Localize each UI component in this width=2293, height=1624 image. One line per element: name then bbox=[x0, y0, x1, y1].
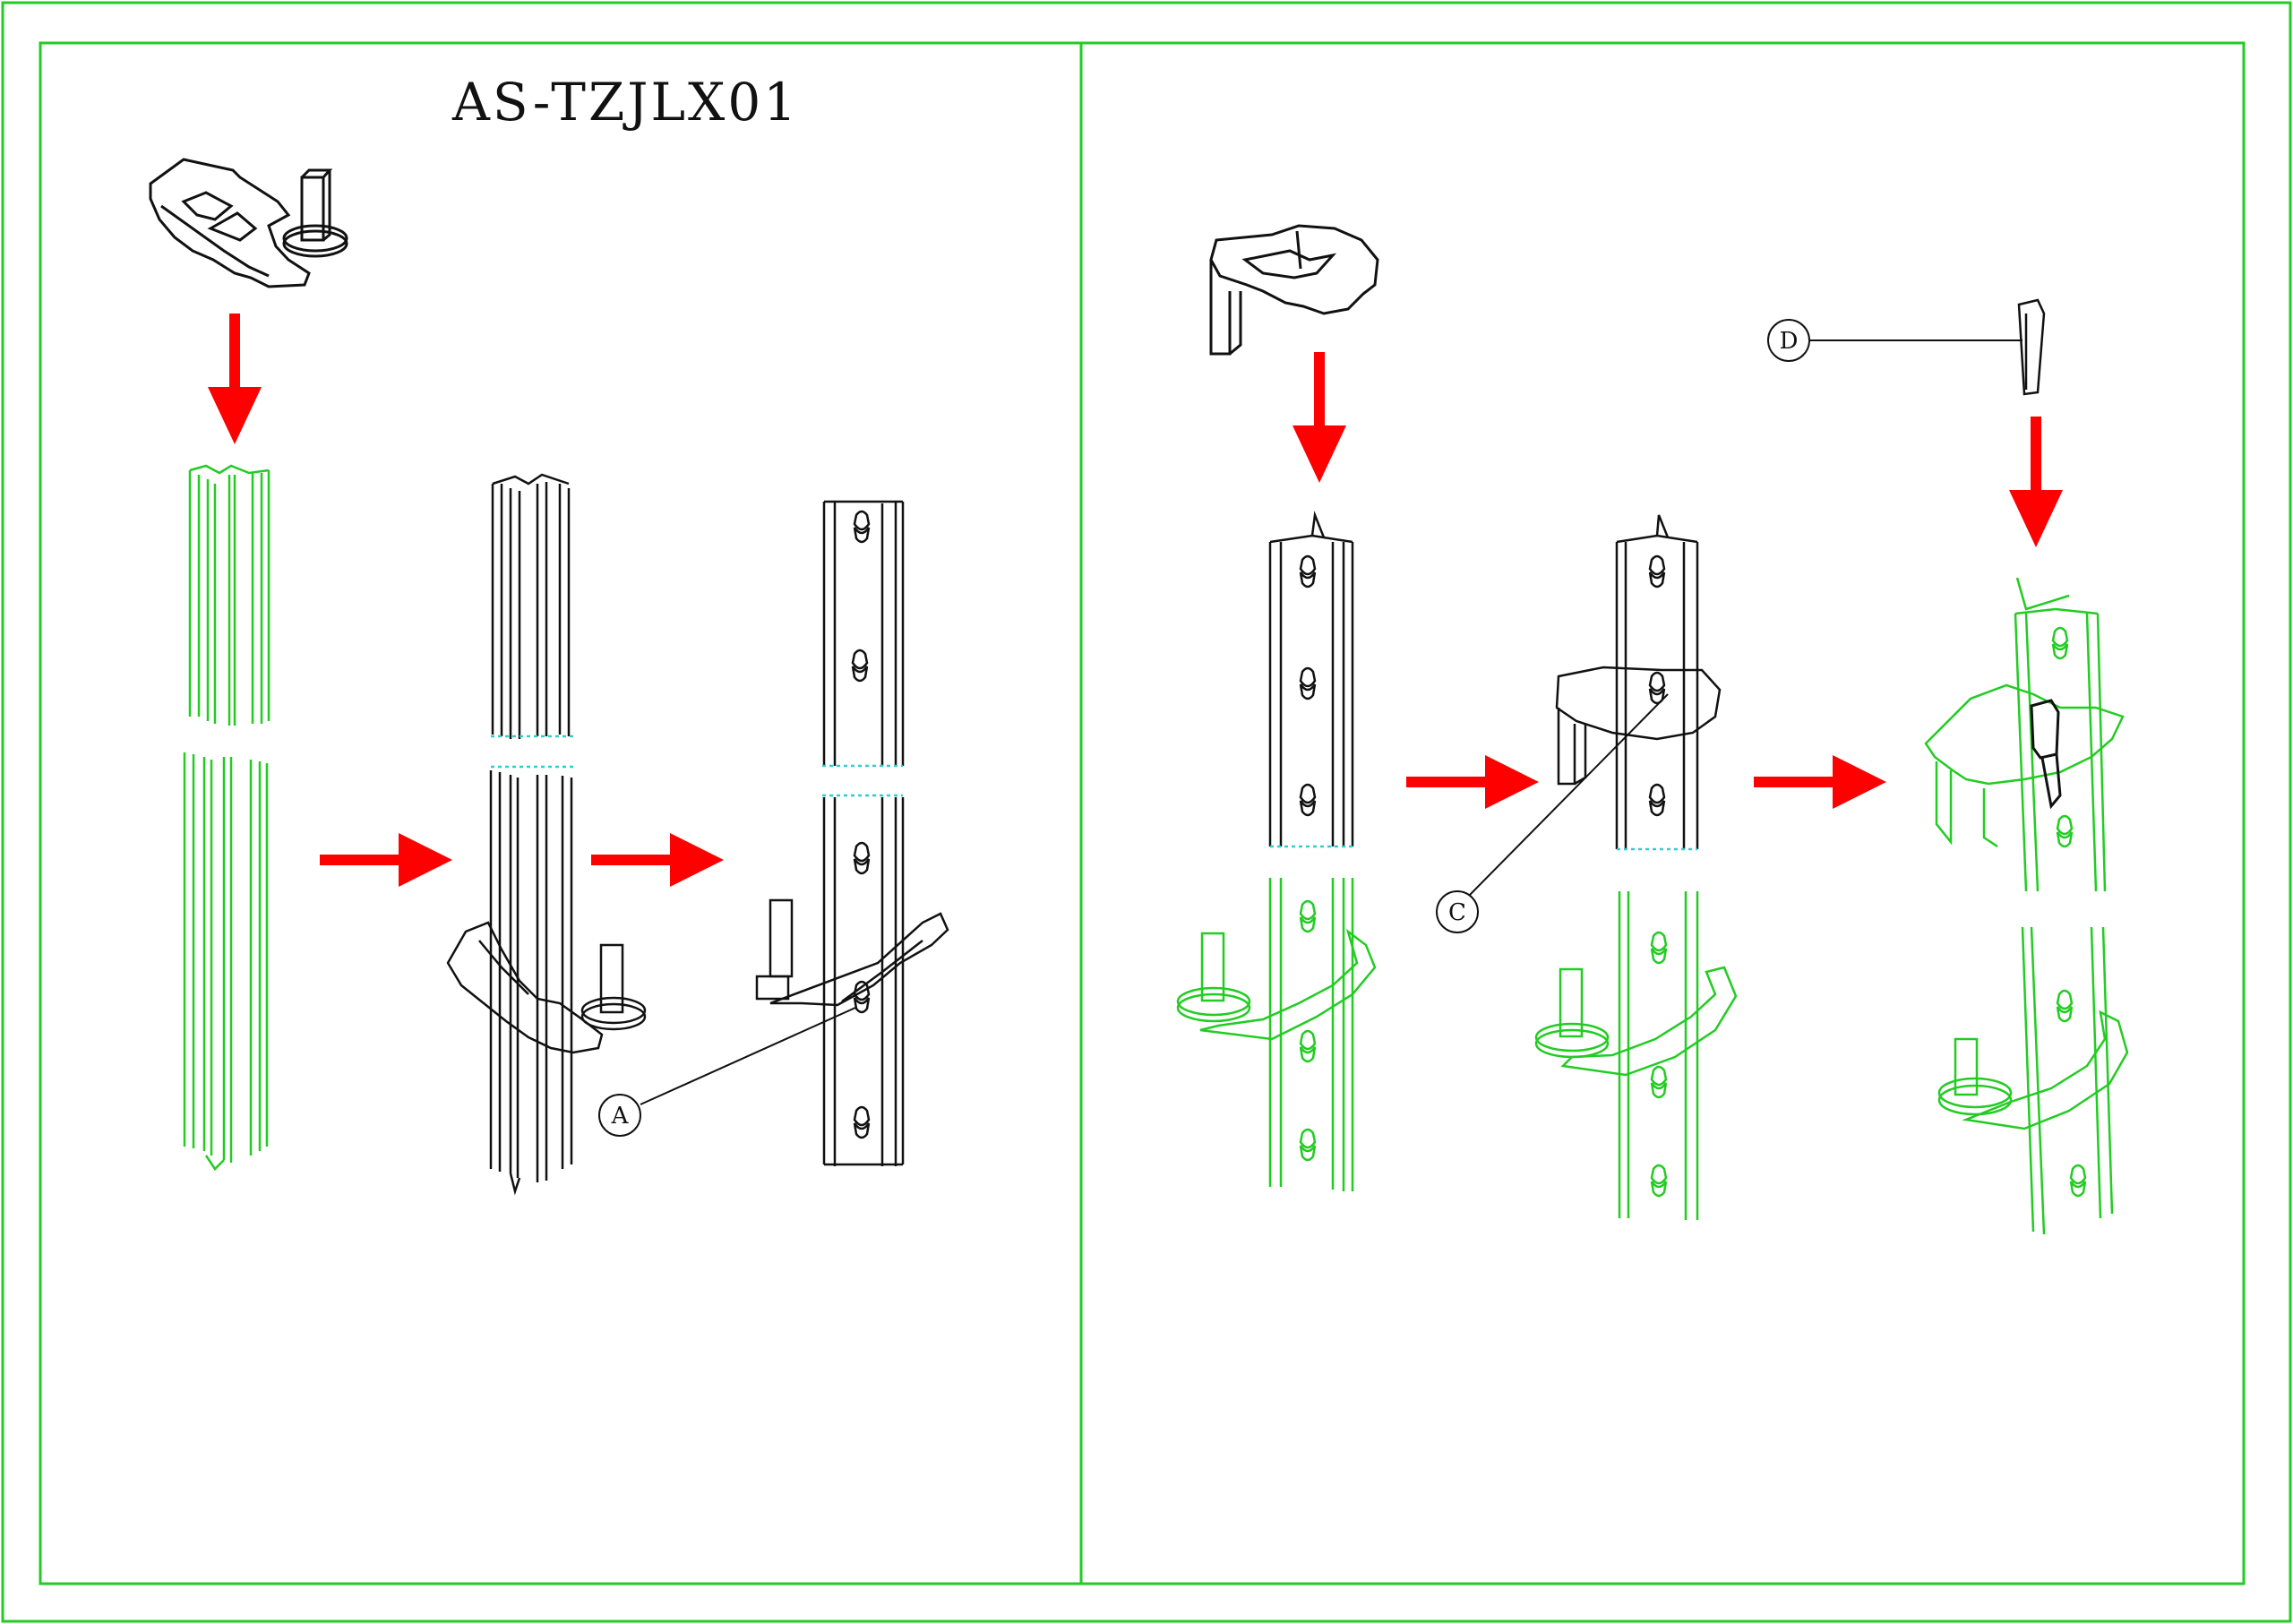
model-title: AS-TZJLX01 bbox=[452, 72, 800, 133]
down-arrow bbox=[208, 314, 262, 444]
callout-d-label: D bbox=[1780, 328, 1799, 355]
callout-c: C bbox=[1436, 693, 1669, 933]
right-arrow bbox=[1406, 755, 1539, 809]
right-arrow bbox=[591, 833, 724, 887]
rail-black-2 bbox=[755, 500, 949, 1166]
rail-green-3 bbox=[1534, 891, 1738, 1220]
right-arrow bbox=[1754, 755, 1886, 809]
rail-black-3 bbox=[1268, 511, 1354, 848]
down-arrow bbox=[2009, 417, 2063, 547]
bracket-part-icon bbox=[1209, 224, 1379, 356]
clip-part-icon bbox=[149, 158, 348, 288]
rail-green-1 bbox=[183, 464, 271, 1171]
wedge-inserted bbox=[2030, 699, 2062, 810]
inner-border bbox=[39, 41, 2246, 1585]
wedge-part-icon bbox=[2017, 298, 2046, 396]
down-arrow bbox=[1292, 352, 1346, 483]
callout-a: A bbox=[598, 1007, 856, 1137]
rail-green-4 bbox=[1924, 577, 2129, 1235]
rail-black-4 bbox=[1555, 514, 1722, 851]
right-arrow bbox=[320, 833, 452, 887]
callout-a-label: A bbox=[611, 1103, 630, 1130]
callout-c-label: C bbox=[1448, 899, 1466, 926]
rail-green-2 bbox=[1176, 878, 1377, 1191]
rail-black-1 bbox=[446, 473, 647, 1196]
callout-d: D bbox=[1767, 319, 2022, 362]
